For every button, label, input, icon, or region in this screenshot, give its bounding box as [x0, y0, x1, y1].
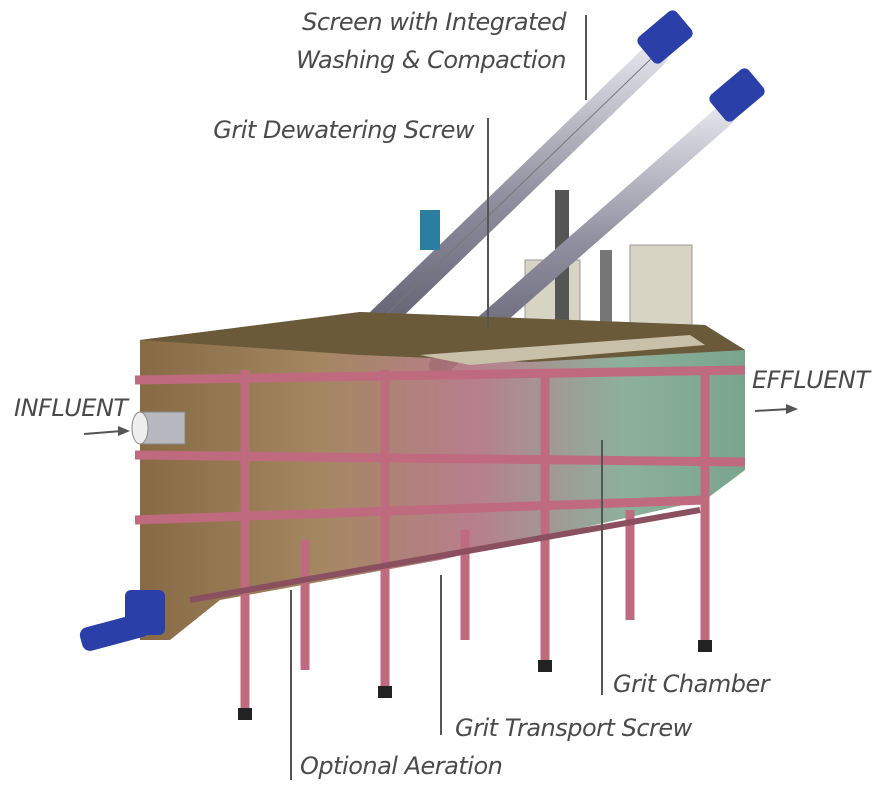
frame — [134, 365, 746, 712]
label-optional-aeration: Optional Aeration — [300, 752, 503, 780]
label-screen-line1: Screen with Integrated — [302, 8, 566, 36]
aeration-leader-line — [290, 590, 292, 780]
screen-screw — [352, 42, 668, 348]
tank — [140, 312, 745, 640]
label-screen-line2: Washing & Compaction — [296, 46, 566, 74]
grit-chamber-leader-line — [601, 440, 603, 695]
label-grit-chamber: Grit Chamber — [613, 670, 770, 698]
leg-feet — [238, 640, 712, 720]
influent-arrow-icon — [83, 426, 130, 436]
effluent-arrow-icon — [754, 404, 798, 414]
label-effluent: EFFLUENT — [752, 366, 870, 394]
label-grit-transport: Grit Transport Screw — [455, 714, 692, 742]
screen-leader-line — [585, 15, 587, 100]
label-grit-dewatering: Grit Dewatering Screw — [213, 116, 474, 144]
label-influent: INFLUENT — [14, 394, 128, 422]
transport-leader-line — [440, 575, 442, 735]
influent-pipe — [131, 411, 186, 445]
dewatering-leader-line — [487, 118, 489, 328]
motor-icon — [420, 10, 765, 250]
transport-motor-icon — [79, 590, 165, 651]
